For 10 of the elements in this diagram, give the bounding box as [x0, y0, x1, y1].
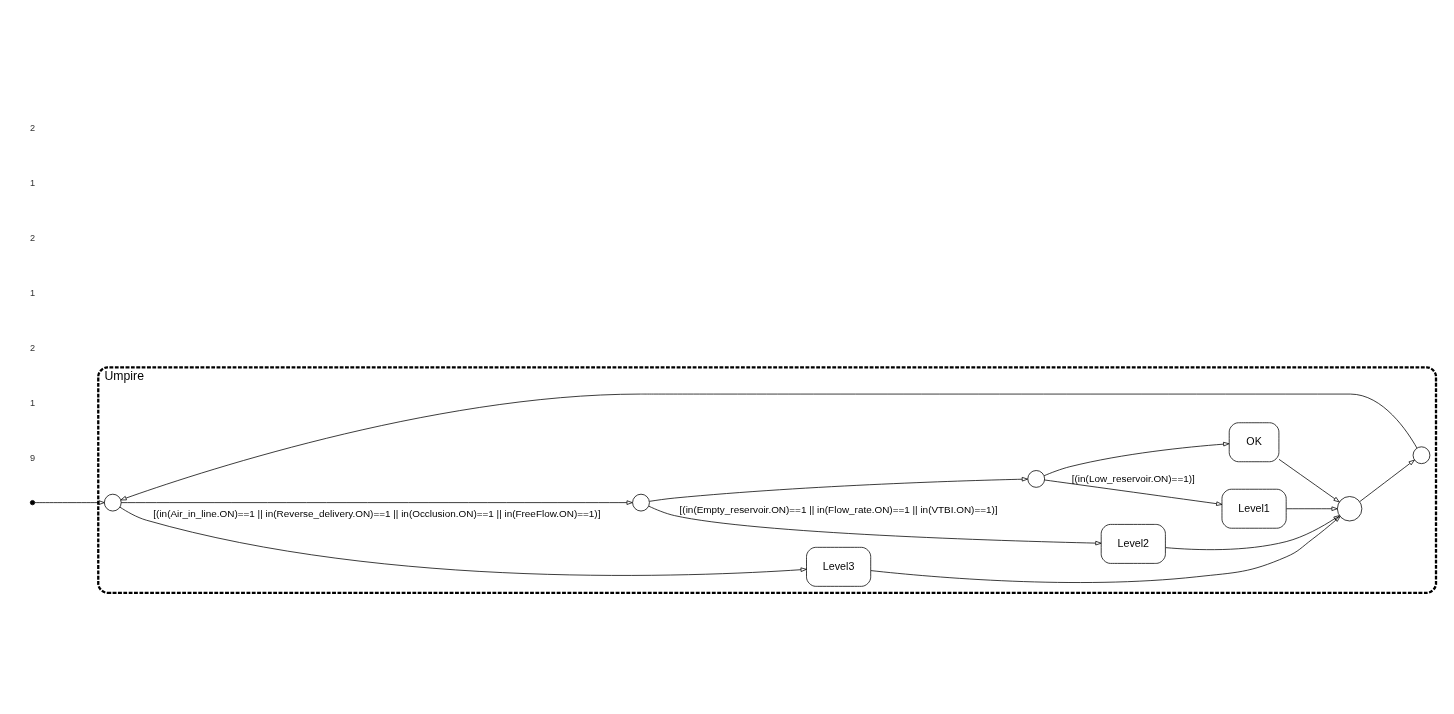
label: 2 — [29, 343, 36, 354]
label: 9 — [29, 453, 36, 464]
label: 2 — [29, 123, 36, 134]
edge-label: [(in(Air_in_line.ON)==1 || in(Reverse_delivery.ON)==1 || in(Occlusion.ON)==1 || in(FreeFlow.ON)==1)] — [153, 508, 601, 520]
label: 1 — [29, 178, 36, 189]
label: 1 — [29, 288, 36, 299]
label: 2 — [29, 233, 36, 244]
edge-label: [(in(Low_reservoir.ON)==1)] — [1071, 472, 1195, 484]
edge-label: [(in(Empty_reservoir.ON)==1 || in(Flow_rate.ON)==1 || in(VTBI.ON)==1)] — [679, 503, 998, 515]
label: 1 — [29, 398, 36, 409]
